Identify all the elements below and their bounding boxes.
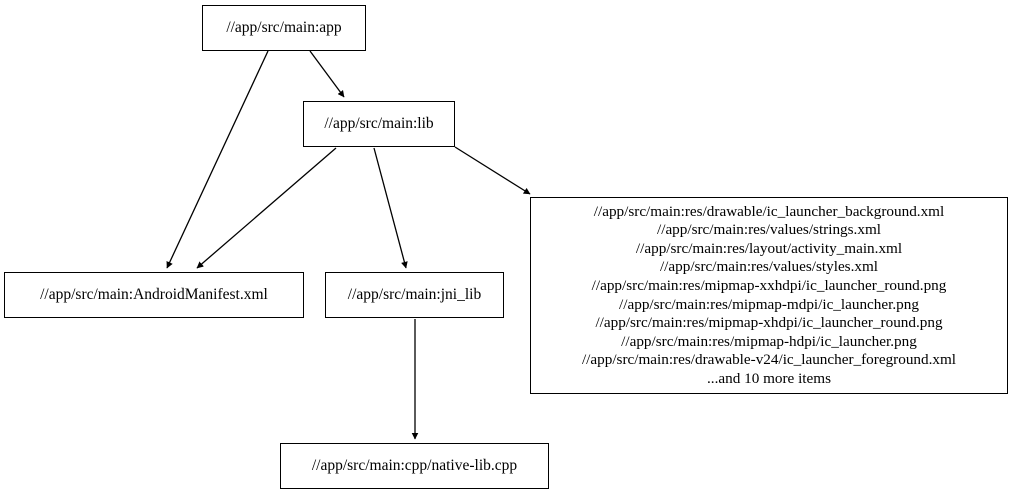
- node-androidmanifest-label: //app/src/main:AndroidManifest.xml: [40, 286, 268, 303]
- node-app-label: //app/src/main:app: [226, 19, 342, 36]
- edge-app-to-androidmanifest: [166, 50, 269, 269]
- node-native-lib-label: //app/src/main:cpp/native-lib.cpp: [311, 457, 518, 474]
- node-resources-line: //app/src/main:res/mipmap-xxhdpi/ic_laun…: [591, 276, 947, 294]
- edge-lib-to-jni-lib: [373, 147, 408, 269]
- edge-lib-to-resources: [454, 146, 531, 195]
- node-resources-line: //app/src/main:res/drawable-v24/ic_launc…: [581, 351, 957, 369]
- node-resources[interactable]: //app/src/main:res/drawable/ic_launcher_…: [530, 197, 1008, 394]
- node-lib-label: //app/src/main:lib: [324, 115, 434, 132]
- edge-lib-to-androidmanifest: [196, 147, 337, 269]
- node-androidmanifest[interactable]: //app/src/main:AndroidManifest.xml: [4, 272, 304, 318]
- node-jni-lib-label: //app/src/main:jni_lib: [347, 286, 482, 303]
- node-resources-line: //app/src/main:res/values/styles.xml: [659, 258, 879, 276]
- node-resources-more-items: ...and 10 more items: [706, 369, 831, 387]
- node-resources-line: //app/src/main:res/drawable/ic_launcher_…: [593, 202, 945, 220]
- node-native-lib[interactable]: //app/src/main:cpp/native-lib.cpp: [280, 443, 549, 489]
- node-resources-line: //app/src/main:res/mipmap-mdpi/ic_launch…: [619, 295, 919, 313]
- node-resources-line: //app/src/main:res/mipmap-hdpi/ic_launch…: [621, 332, 917, 350]
- node-lib[interactable]: //app/src/main:lib: [303, 101, 455, 147]
- node-jni-lib[interactable]: //app/src/main:jni_lib: [325, 272, 504, 318]
- node-resources-line: //app/src/main:res/mipmap-xhdpi/ic_launc…: [595, 314, 943, 332]
- node-resources-line: //app/src/main:res/values/strings.xml: [657, 221, 881, 239]
- edge-app-to-lib: [309, 50, 345, 98]
- node-resources-line: //app/src/main:res/layout/activity_main.…: [635, 239, 903, 257]
- node-app[interactable]: //app/src/main:app: [202, 5, 366, 51]
